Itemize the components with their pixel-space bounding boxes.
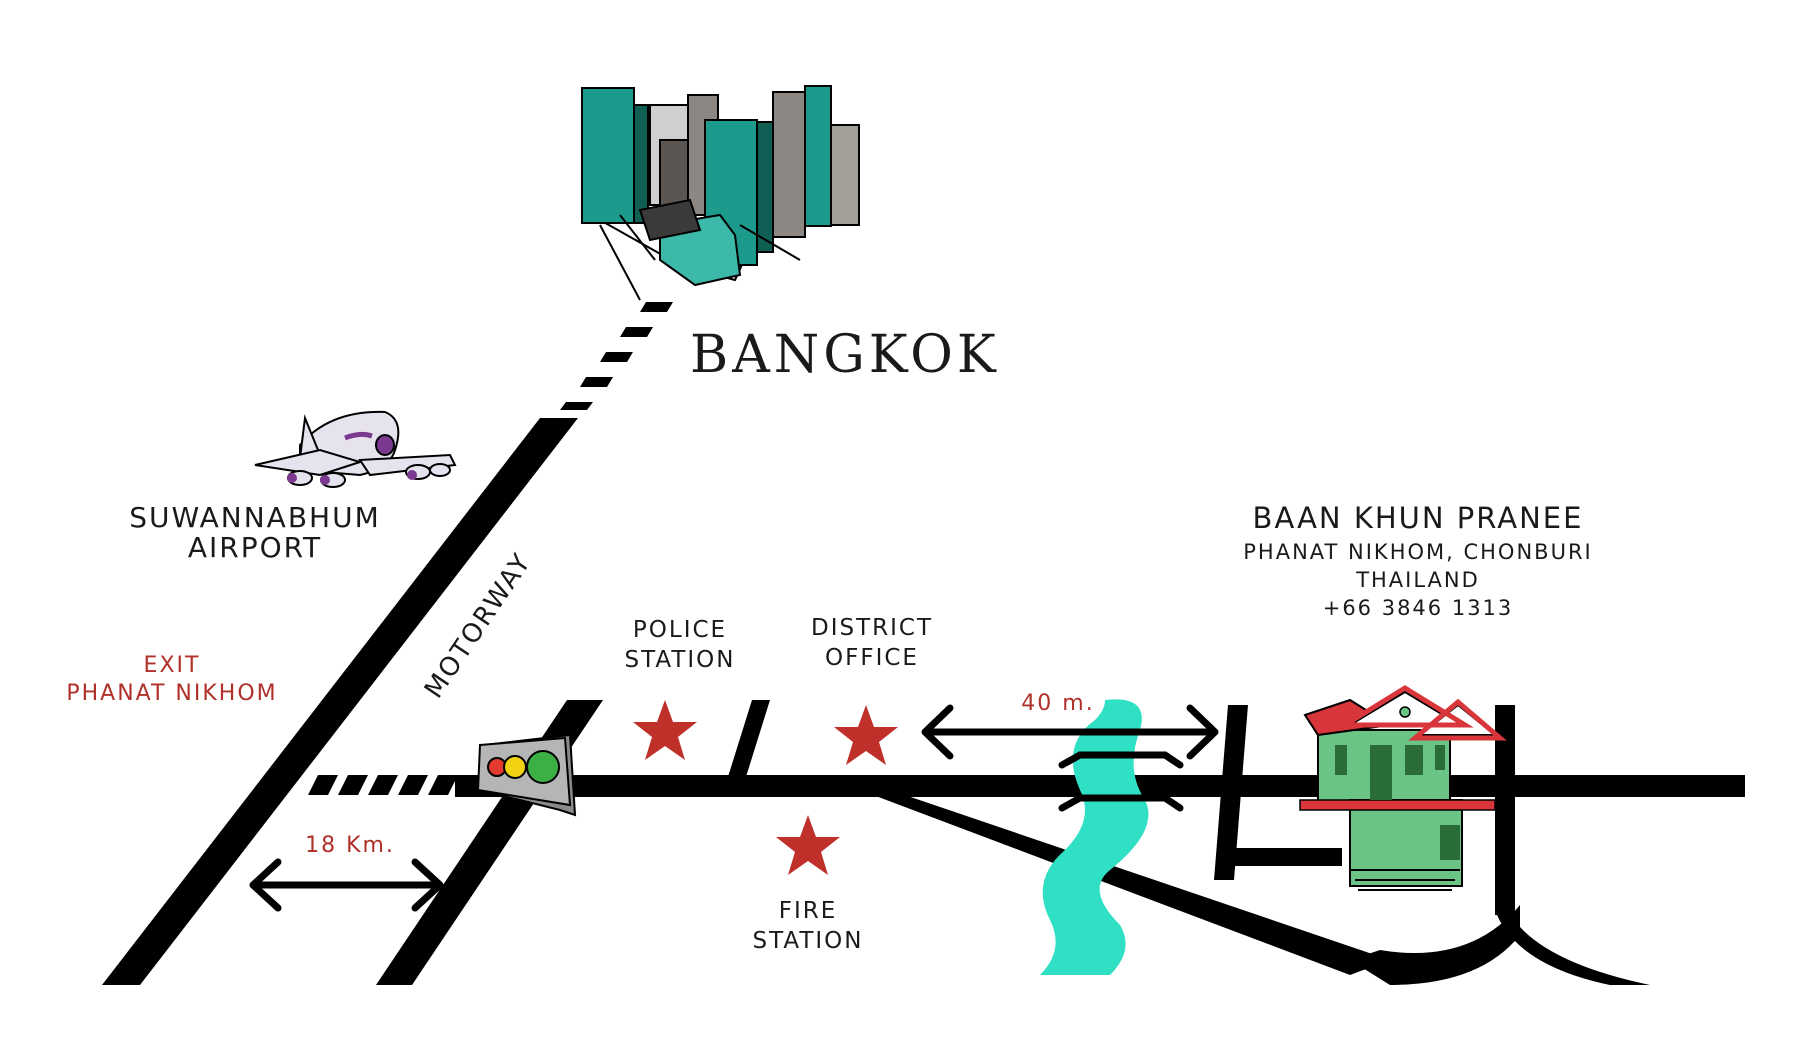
arrow-18km	[249, 858, 444, 912]
district-office-star-icon	[834, 705, 898, 765]
airplane-icon	[254, 410, 457, 488]
hotel-phone: +66 3846 1313	[1323, 596, 1514, 620]
traffic-light-icon	[476, 733, 577, 817]
hotel-address-line1: PHANAT NIKHOM, CHONBURI	[1243, 540, 1593, 564]
distance-40m-label: 40 m.	[1021, 691, 1094, 716]
city-label: BANGKOK	[690, 325, 1000, 385]
river	[1040, 699, 1149, 975]
fire-label-line2: STATION	[753, 928, 864, 954]
hotel-name: BAAN KHUN PRANEE	[1253, 501, 1584, 535]
exit-connector-dashes	[308, 775, 458, 795]
double-arrow-icon	[249, 704, 1219, 912]
motorway-road	[102, 418, 578, 985]
police-label-line2: STATION	[625, 647, 736, 673]
district-label-line2: OFFICE	[825, 645, 919, 671]
city-skyline-icon	[581, 85, 860, 301]
fire-station-star-icon	[776, 815, 840, 875]
arrow-40m	[921, 704, 1219, 760]
east-road	[1495, 705, 1515, 915]
police-label-line1: POLICE	[633, 617, 727, 643]
bridge	[1058, 751, 1184, 812]
hotel-address-line2: THAILAND	[1355, 568, 1480, 592]
airport-label-line2: AIRPORT	[188, 531, 322, 564]
district-label-line1: DISTRICT	[811, 615, 933, 641]
police-station-star-icon	[633, 700, 697, 760]
lower-road	[860, 790, 1390, 975]
hotel-driveway	[1232, 848, 1342, 866]
landmark-stars	[633, 700, 898, 875]
side-street	[727, 700, 770, 780]
distance-18km-label: 18 Km.	[305, 833, 395, 858]
motorway-dashes	[560, 302, 673, 410]
house-icon	[1299, 685, 1507, 891]
lower-road-curve	[1350, 905, 1520, 985]
fire-label-line1: FIRE	[779, 898, 838, 924]
airport-label-line1: SUWANNABHUM	[129, 501, 381, 534]
exit-label-line1: EXIT	[144, 653, 201, 678]
exit-label-line2: PHANAT NIKHOM	[66, 681, 277, 706]
hotel-lane	[1214, 705, 1248, 880]
east-road-fork	[1495, 905, 1650, 985]
